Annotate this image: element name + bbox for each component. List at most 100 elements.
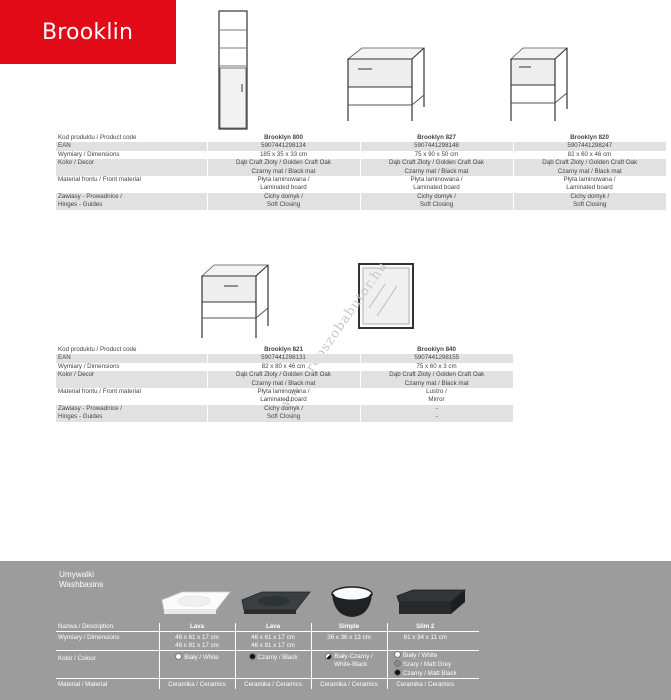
washbasin-name: Lava [158, 623, 235, 632]
slim-2-image [395, 588, 467, 620]
product-hinges: Soft Closing [512, 201, 666, 210]
washbasins-table: Nazwa / Description Lava Lava Simple Sli… [56, 623, 479, 689]
label-ean: EAN [56, 354, 207, 363]
label-front-material: Materiał frontu / Front material [58, 387, 141, 395]
label-dimensions: Wymiary / Dimensions [56, 631, 159, 651]
product-decor: Czarny mat / Black mat [206, 167, 360, 176]
product-dimensions: 75 x 60 x 3 cm [416, 362, 457, 370]
product-front: Płyta laminowana / [257, 387, 310, 395]
label-hinges: Hinges - Guides [56, 201, 207, 210]
product-decor: Dąb Craft Złoty / Golden Craft Oak [359, 371, 513, 380]
product-decor: Czarny mat / Black mat [512, 167, 666, 176]
washbasins-title-en: Washbasins [59, 580, 104, 589]
washbasin-dimensions: 36 x 36 x 13 cm [310, 631, 387, 651]
product-code: Brooklyn 821 [264, 346, 303, 353]
product-hinges: - [359, 413, 513, 422]
washbasin-colour: Biały-Czarny /White-Black [310, 650, 387, 679]
label-hinges: Zawiasy - Prowadnice / [56, 404, 207, 414]
product-front: Laminated board [260, 396, 307, 404]
label-colour: Kolor / Colour [56, 650, 159, 679]
spec-table-1: Kod produktu / Product code Brooklyn 800… [56, 134, 666, 210]
product-code: Brooklyn 800 [264, 134, 303, 141]
washbasin-colour: Czarny / Black [234, 650, 311, 679]
brand-title: Brooklin [42, 20, 134, 45]
product-code: Brooklyn 840 [417, 346, 456, 353]
product-ean: 5907441298148 [359, 142, 513, 151]
washbasin-colour: Biały / White Szary / Matt Grey Czarny /… [386, 650, 463, 679]
brand-header: Brooklin [0, 0, 176, 64]
black-swatch-icon [393, 669, 401, 676]
product-ean: 5907441298124 [206, 142, 360, 151]
label-front-material: Materiał frontu / Front material [58, 175, 141, 183]
label-decor: Kolor / Decor [56, 371, 207, 380]
product-dimensions: 82 x 60 x 46 cm [567, 150, 612, 158]
label-code: Kod produktu / Product code [58, 346, 137, 353]
brooklyn-821-illustration [198, 262, 270, 342]
product-code: Brooklyn 820 [570, 134, 609, 141]
product-ean: 5907441298155 [359, 354, 513, 363]
product-hinges: Cichy domyk / [206, 404, 360, 414]
product-decor: Dąb Craft Złoty / Golden Craft Oak [206, 159, 360, 168]
product-front: Laminated board [566, 184, 613, 192]
product-code: Brooklyn 827 [417, 134, 456, 141]
product-hinges: Cichy domyk / [359, 192, 513, 202]
grey-swatch-icon [393, 660, 401, 667]
washbasin-dimensions: 61 x 34 x 11 cm [386, 631, 463, 651]
product-decor: Dąb Craft Złoty / Golden Craft Oak [359, 159, 513, 168]
label-hinges: Hinges - Guides [56, 413, 207, 422]
product-ean: 5907441298131 [206, 354, 360, 363]
washbasin-name: Slim 2 [386, 623, 463, 632]
product-decor: Dąb Craft Złoty / Golden Craft Oak [206, 371, 360, 380]
lava-white-image [160, 590, 232, 620]
washbasin-material: Ceramika / Ceramics [158, 678, 235, 689]
washbasin-material: Ceramika / Ceramics [234, 678, 311, 689]
label-material: Materiał / Material [58, 681, 108, 688]
white-swatch-icon [393, 651, 401, 658]
label-code: Kod produktu / Product code [58, 134, 137, 141]
washbasins-title-pl: Umywalki [59, 570, 95, 579]
label-description: Nazwa / Description [56, 623, 159, 632]
product-hinges: Soft Closing [206, 413, 360, 422]
product-hinges: Cichy domyk / [512, 192, 666, 202]
product-front: Płyta laminowana / [410, 175, 463, 183]
product-decor: Czarny mat / Black mat [206, 379, 360, 388]
simple-image [330, 586, 374, 620]
white-swatch-icon [175, 653, 183, 660]
label-dimensions: Wymiary / Dimensions [58, 150, 120, 158]
product-hinges: Cichy domyk / [206, 192, 360, 202]
product-hinges: - [359, 404, 513, 414]
washbasin-name: Simple [310, 623, 387, 632]
product-decor: Dąb Craft Złoty / Golden Craft Oak [512, 159, 666, 168]
product-front: Lustro / [426, 387, 447, 395]
label-dimensions: Wymiary / Dimensions [58, 362, 120, 370]
product-hinges: Soft Closing [206, 201, 360, 210]
white-black-swatch-icon [325, 653, 333, 660]
product-front: Płyta laminowana / [257, 175, 310, 183]
label-hinges: Zawiasy - Prowadnice / [56, 192, 207, 202]
washbasin-colour: Biały / White [158, 650, 235, 679]
lava-black-image [240, 590, 312, 620]
product-dimensions: 185 x 35 x 33 cm [259, 150, 308, 158]
washbasin-name: Lava [234, 623, 311, 632]
black-swatch-icon [248, 653, 256, 660]
washbasin-material: Ceramika / Ceramics [386, 678, 463, 689]
label-ean: EAN [56, 142, 207, 151]
product-front: Płyta laminowana / [563, 175, 616, 183]
brooklyn-800-illustration [217, 10, 249, 130]
product-front: Laminated board [260, 184, 307, 192]
brooklyn-827-illustration [344, 45, 426, 125]
product-hinges: Soft Closing [359, 201, 513, 210]
brooklyn-820-illustration [507, 45, 569, 125]
product-dimensions: 75 x 90 x 50 cm [414, 150, 459, 158]
product-front: Laminated board [413, 184, 460, 192]
brooklyn-840-illustration [357, 262, 415, 330]
product-decor: Czarny mat / Black mat [359, 167, 513, 176]
product-ean: 5907441298247 [512, 142, 666, 151]
product-front: Mirror [428, 396, 445, 404]
label-decor: Kolor / Decor [56, 159, 207, 168]
washbasins-title: Umywalki Washbasins [59, 570, 103, 590]
washbasin-material: Ceramika / Ceramics [310, 678, 387, 689]
product-dimensions: 82 x 80 x 46 cm [261, 362, 306, 370]
